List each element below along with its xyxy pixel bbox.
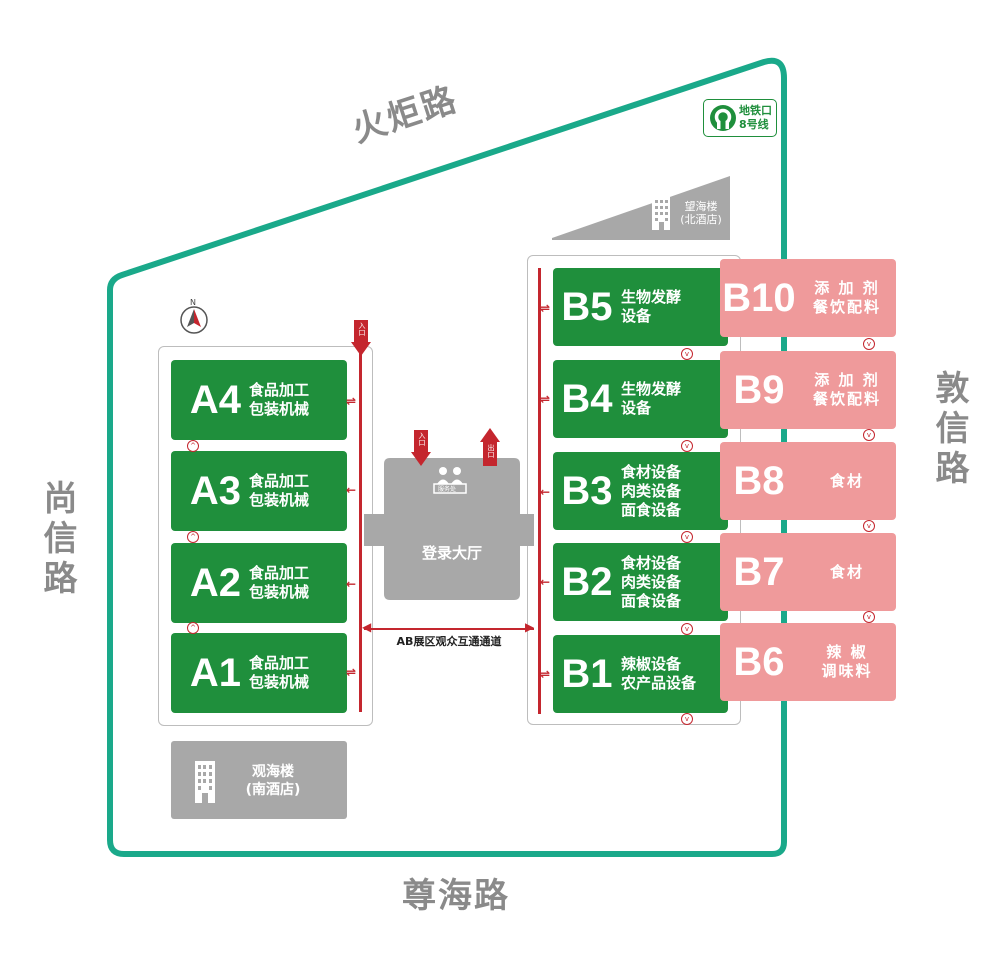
corridor-line bbox=[364, 628, 534, 630]
connector-icon: v bbox=[863, 520, 875, 532]
building-icon bbox=[195, 761, 215, 803]
connector-icon: v bbox=[863, 338, 875, 350]
compass-n: N bbox=[190, 298, 196, 307]
door-arrow-icon: ⇌ bbox=[346, 665, 357, 679]
door-arrow-icon: ← bbox=[540, 485, 551, 499]
corridor-label: AB展区观众互通通道 bbox=[396, 635, 502, 648]
connector-icon: v bbox=[681, 713, 693, 725]
door-arrow-icon: ← bbox=[540, 575, 551, 589]
service-desk-icon bbox=[433, 467, 467, 494]
door-arrow-icon: ⇌ bbox=[540, 392, 551, 406]
booth-b7[interactable]: B7 食材 bbox=[720, 533, 896, 611]
booth-b4[interactable]: B4 生物发酵 设备 bbox=[553, 360, 728, 438]
metro-sign: 地铁口 8号线 bbox=[703, 99, 777, 137]
booth-a4[interactable]: A4 食品加工 包装机械 bbox=[171, 360, 347, 440]
connector-icon: ^ bbox=[187, 622, 199, 634]
booth-b8[interactable]: B8 食材 bbox=[720, 442, 896, 520]
door-arrow-icon: ⇌ bbox=[346, 394, 357, 408]
booth-b5[interactable]: B5 生物发酵 设备 bbox=[553, 268, 728, 346]
metro-icon bbox=[710, 105, 736, 131]
connector-icon: v bbox=[863, 429, 875, 441]
door-arrow-icon: ⇌ bbox=[540, 301, 551, 315]
metro-label-2: 8号线 bbox=[739, 118, 769, 131]
south-hotel-sub: (南酒店) bbox=[245, 782, 301, 798]
lobby[interactable]: 服务处 登录大厅 bbox=[364, 458, 534, 600]
compass: N bbox=[178, 298, 210, 334]
booth-b3[interactable]: B3 食材设备 肉类设备 面食设备 bbox=[553, 452, 728, 530]
booth-b1[interactable]: B1 辣椒设备 农产品设备 bbox=[553, 635, 728, 713]
corridor-arrow-right-icon: ▶ bbox=[525, 620, 535, 634]
compass-icon bbox=[180, 306, 208, 334]
road-east: 敦信路 bbox=[929, 370, 969, 490]
booth-a1[interactable]: A1 食品加工 包装机械 bbox=[171, 633, 347, 713]
door-arrow-icon: ← bbox=[346, 577, 357, 591]
booth-a3[interactable]: A3 食品加工 包装机械 bbox=[171, 451, 347, 531]
south-hotel: 观海楼 (南酒店) bbox=[171, 741, 347, 819]
booth-a2[interactable]: A2 食品加工 包装机械 bbox=[171, 543, 347, 623]
connector-icon: v bbox=[863, 611, 875, 623]
connector-icon: ^ bbox=[187, 531, 199, 543]
hall-a-aisle bbox=[359, 350, 362, 712]
connector-icon: v bbox=[681, 440, 693, 452]
connector-icon: v bbox=[681, 531, 693, 543]
booth-b10[interactable]: B10 添 加 剂 餐饮配料 bbox=[720, 259, 896, 337]
road-west: 尚信路 bbox=[37, 480, 77, 600]
building-icon bbox=[652, 196, 670, 230]
metro-label-1: 地铁口 bbox=[739, 104, 772, 117]
road-south: 尊海路 bbox=[402, 876, 510, 916]
hall-b-aisle bbox=[538, 268, 541, 714]
connector-icon: ^ bbox=[187, 440, 199, 452]
connector-icon: v bbox=[681, 348, 693, 360]
booth-b2[interactable]: B2 食材设备 肉类设备 面食设备 bbox=[553, 543, 728, 621]
south-hotel-name: 观海楼 bbox=[252, 764, 294, 780]
booth-b6[interactable]: B6 辣 椒 调味料 bbox=[720, 623, 896, 701]
north-hotel-name: 望海楼 bbox=[684, 200, 718, 213]
exit-sign-lobby: 出口 bbox=[480, 428, 500, 466]
service-desk-label: 服务处 bbox=[438, 486, 457, 493]
booth-b9[interactable]: B9 添 加 剂 餐饮配料 bbox=[720, 351, 896, 429]
north-hotel-sub: (北酒店) bbox=[680, 213, 722, 226]
door-arrow-icon: ⇌ bbox=[540, 667, 551, 681]
north-hotel: 望海楼 (北酒店) bbox=[552, 176, 730, 240]
entrance-sign-lobby: 入口 bbox=[411, 430, 431, 468]
door-arrow-icon: ← bbox=[346, 483, 357, 497]
entrance-sign-hall-a: 入口 bbox=[351, 320, 371, 358]
corridor-arrow-left-icon: ◀ bbox=[362, 620, 372, 634]
lobby-label: 登录大厅 bbox=[421, 544, 482, 562]
connector-icon: v bbox=[681, 623, 693, 635]
